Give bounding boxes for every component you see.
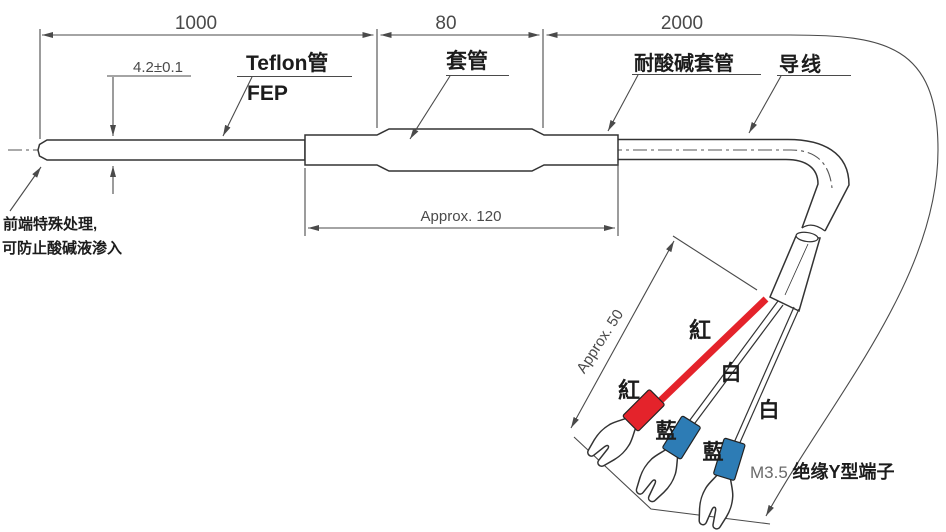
white-wire-label-1: 白 [721, 361, 742, 385]
fork-terminal-red [582, 389, 665, 472]
dim-2000-label: 2000 [661, 13, 703, 34]
tip-note-leader [9, 166, 42, 212]
white-wire-2b [737, 308, 800, 448]
teflon-leader [222, 76, 253, 137]
dim-1000-label: 1000 [175, 13, 217, 34]
sleeve-leader [409, 75, 451, 140]
lead-wire-top-edge [618, 138, 850, 232]
terminal-type-text: 绝缘Y型端子 [793, 461, 895, 482]
lead-wire-bottom-edge [618, 158, 819, 229]
dim-diameter-label: 4.2±0.1 [133, 59, 183, 76]
red-wire-label: 紅 [689, 318, 711, 343]
white-wire-1a [686, 300, 779, 425]
ext-line-approx50-top [672, 235, 758, 291]
acid-sleeve-leader [607, 74, 639, 132]
cable-break-cut [801, 224, 826, 232]
sleeve-label: 套管 [446, 49, 488, 73]
teflon-tube-body [37, 139, 306, 161]
fork-terminal-blue-2 [693, 437, 746, 532]
dim-80-label: 80 [435, 13, 456, 34]
teflon-tube-label: Teflon管 [246, 51, 328, 75]
red-terminal-label: 紅 [618, 378, 640, 403]
tip-note-line2: 可防止酸碱液渗入 [2, 239, 122, 257]
dim-approx120-label: Approx. 120 [421, 208, 502, 225]
white-wire-1b [691, 304, 784, 428]
sleeve-body [304, 128, 619, 172]
centerline [8, 149, 833, 189]
blue-terminal-label-1: 藍 [656, 420, 677, 443]
fork-terminal-blue-1 [630, 415, 701, 507]
dim-line-2000-curve [546, 32, 939, 517]
white-wire-2a [732, 306, 795, 446]
blue-terminal-label-2: 藍 [703, 441, 724, 464]
red-wire [656, 296, 769, 405]
cable-break-nub [795, 231, 819, 243]
lead-wire-label: 导线 [779, 52, 823, 76]
tip-note-line1: 前端特殊处理, [3, 215, 97, 233]
fep-label: FEP [247, 82, 288, 105]
dim-line-approx50 [570, 240, 675, 429]
terminal-spec-label: M3.5 绝缘Y型端子 [750, 461, 895, 482]
acid-sleeve-label: 耐酸碱套管 [634, 51, 734, 75]
lead-wire-leader [748, 75, 782, 134]
blue-terminal-sleeve-1 [662, 415, 701, 460]
terminal-size-text: M3.5 [750, 463, 793, 482]
cable-highlight [784, 243, 809, 296]
blue-terminal-sleeve-2 [713, 437, 746, 481]
white-wire-label-2: 白 [759, 398, 780, 422]
red-terminal-sleeve [622, 389, 665, 432]
